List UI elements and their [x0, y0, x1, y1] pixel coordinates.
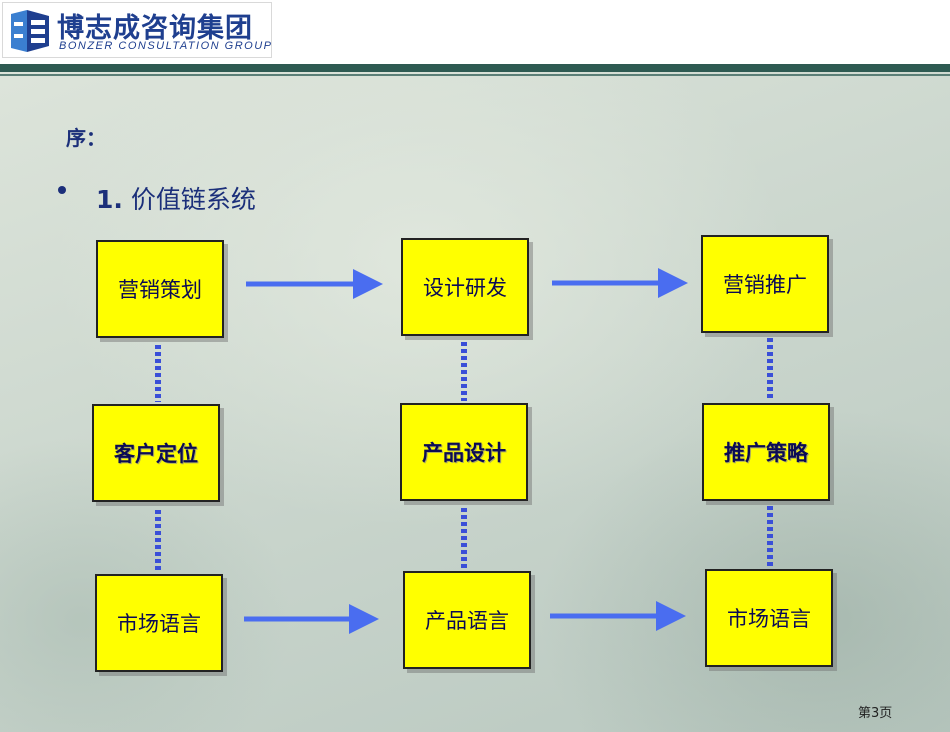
box-product-design: 产品设计: [400, 403, 528, 501]
bullet-label: 价值链系统: [130, 185, 256, 214]
header-bar: 博志成咨询集团 BONZER CONSULTATION GROUP: [0, 0, 950, 66]
header-divider-thin: [0, 74, 950, 76]
box-customer-positioning: 客户定位: [92, 404, 220, 502]
header-divider: [0, 64, 950, 72]
box-market-language-right: 市场语言: [705, 569, 833, 667]
bullet-number: 1.: [96, 185, 123, 214]
company-name-en: BONZER CONSULTATION GROUP: [59, 40, 273, 52]
box-design-rnd: 设计研发: [401, 238, 529, 336]
company-name-cn: 博志成咨询集团: [57, 13, 253, 44]
box-market-language-left: 市场语言: [95, 574, 223, 672]
bullet-icon: [58, 186, 66, 194]
box-marketing-promotion: 营销推广: [701, 235, 829, 333]
box-product-language: 产品语言: [403, 571, 531, 669]
box-marketing-planning: 营销策划: [96, 240, 224, 338]
company-logo: 博志成咨询集团 BONZER CONSULTATION GROUP: [2, 2, 272, 58]
preface-heading: 序：: [66, 126, 106, 150]
box-promotion-strategy: 推广策略: [702, 403, 830, 501]
page-number: 第3页: [858, 706, 893, 721]
logo-mark-icon: [11, 10, 49, 52]
bullet-item: 1. 价值链系统: [96, 180, 256, 216]
